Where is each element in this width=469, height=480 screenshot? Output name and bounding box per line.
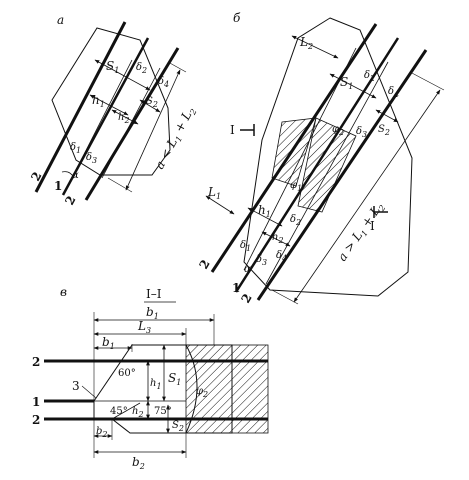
panel-b-section-label: I [370,219,375,233]
panel-b-label-delta4: δ4 [388,86,399,99]
panel-b-label-delta3: δ3 [356,126,367,139]
panel-v-label-s1: S1 [168,371,181,387]
panel-b-sheet-number: 2 [196,257,212,271]
panel-a-inequality: a < L1 + L2 [152,104,198,172]
panel-v-label-b2-small: b2 [96,426,108,439]
panel-v-label-b1: b1 [146,305,159,321]
panel-b-label-s2: S2 [378,124,390,137]
panel-a-ext [107,177,133,193]
panel-b-label-phi2: φ2 [332,124,344,137]
panel-v-label-b1-small: b1 [102,335,115,351]
panel-v-label-b2: b2 [132,455,145,471]
panel-b-label-delta2-low: δ2 [290,214,301,227]
panel-a-label-s1: S1 [106,59,119,75]
panel-b-label-delta4-low: δ4 [276,250,287,263]
panel-v-weld-leader [81,385,97,399]
panel-v-angle-60: 60° [118,368,136,379]
panel-v-plate-number: 2 [32,413,40,427]
panel-v-label-phi2: φ2 [196,386,208,399]
panel-a-label-h2: h2 [118,112,130,125]
panel-a-label-s2: S2 [146,96,158,109]
panel-a-tag: а [57,13,64,27]
panel-b-sheet-number: 1 [232,281,240,295]
panel-a: а S1 h1 δ2 δ4 h2 S2 δ1 δ3 α a < L1 + L2 … [28,13,198,207]
panel-v-tag: в [60,285,67,299]
panel-b-dim-h2 [261,231,291,247]
panel-b-label-l1: L1 [207,185,221,201]
panel-a-label-delta3: δ3 [86,152,97,165]
panel-a-ext [167,61,187,73]
panel-b-tag: б [233,11,241,25]
panel-a-label-delta2: δ2 [136,62,147,75]
panel-b-section-label: I [230,123,235,137]
panel-b-label-delta1: δ1 [240,240,251,253]
panel-b-ext [271,289,299,305]
panel-a-sheet-2-top [34,21,127,193]
panel-b-label-delta2: δ2 [364,70,375,83]
panel-a-inner-line [101,67,161,179]
panel-v: в I–I b1 L3 b1 h1 S1 [32,285,269,471]
panel-v-plate-number: 2 [32,355,40,369]
panel-v-angle-45: 45° [110,406,128,417]
panel-b-inequality: a > L1 + L2 [335,199,387,264]
panel-v-angle-75: 75° [154,406,172,417]
panel-a-label-h1: h1 [92,93,105,109]
panel-b-sheet-number: 2 [238,291,254,305]
panel-a-label-delta1: δ1 [70,142,81,155]
panel-v-hatch-block [185,344,269,434]
panel-a-label-alpha: α [72,170,79,181]
panel-a-dim-a [125,69,181,191]
panel-b: б I I L2 S1 δ2 δ4 φ2 [196,11,445,306]
panel-b-label-h1: h1 [258,203,271,219]
panel-a-alpha-arc [61,171,75,179]
panel-v-label-s2: S2 [172,420,184,433]
panel-v-plate-number: 1 [32,395,40,409]
panel-b-dim-h1 [247,207,283,227]
panel-v-weld-outline [93,344,233,434]
panel-v-section-title: I–I [146,287,162,301]
panel-v-label-h2: h2 [132,406,144,419]
panel-v-label-h1: h1 [150,378,162,391]
panel-b-label-phi1: φ1 [290,180,302,193]
panel-v-label-l3: L3 [137,319,151,335]
panel-a-sheet-number: 1 [54,179,62,193]
panel-b-label-h2: h2 [272,232,284,245]
panel-b-label-delta3-low: δ3 [256,254,267,267]
panel-b-dim-a [293,89,441,303]
panel-b-ext [409,71,445,91]
panel-a-sheet-number: 2 [62,193,78,207]
panel-b-dim-l1 [205,195,235,215]
panel-a-label-delta4: δ4 [158,76,169,89]
panel-v-weld-inner [111,402,141,420]
panel-b-label-l2: L2 [299,35,313,51]
panel-v-hatch-edge [185,344,198,434]
panel-b-dim-l2 [291,35,339,59]
panel-v-weld-number: 3 [72,379,80,393]
panel-b-label-alpha: α [244,264,251,275]
panel-b-label-s1: S1 [340,75,353,91]
